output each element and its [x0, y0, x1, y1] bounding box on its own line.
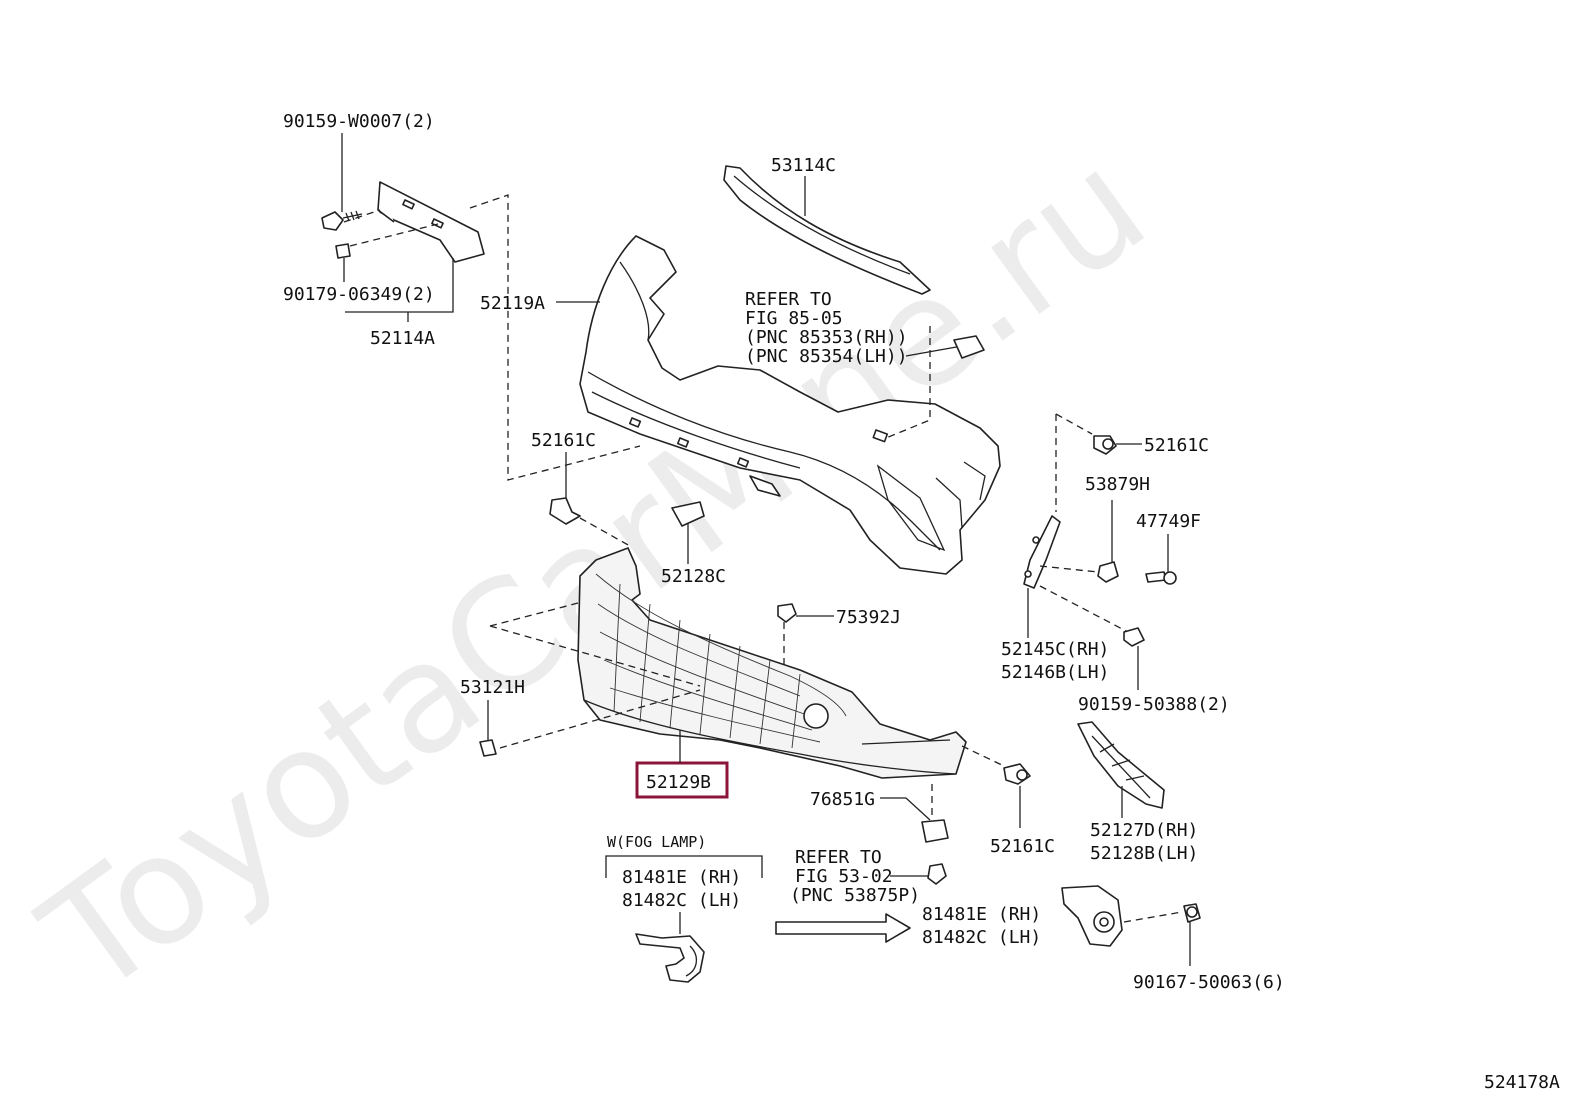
label-47749f: 47749F — [1136, 511, 1201, 532]
lower-grille-52129b[interactable] — [577, 547, 967, 779]
label-53114c: 53114C — [771, 155, 836, 176]
label-52128b: 52128B(LH) — [1090, 843, 1198, 864]
refer2-line3: (PNC 53875P) — [790, 885, 920, 906]
clip-52161c-right[interactable] — [1093, 435, 1117, 455]
bolt-90159-50388[interactable] — [1123, 627, 1145, 647]
refer1-line3: (PNC 85353(RH)) — [745, 327, 908, 348]
label-52129b: 52129B — [646, 772, 711, 793]
cover-52128c[interactable] — [671, 501, 705, 527]
refer1-line2: FIG 85-05 — [745, 308, 843, 329]
fog-lamp-bracket-left[interactable] — [635, 933, 705, 983]
label-90159-w0007: 90159-W0007(2) — [283, 111, 435, 132]
label-75392j: 75392J — [836, 607, 901, 628]
label-81481e-right: 81481E (RH) — [922, 904, 1041, 925]
label-81481e-left: 81481E (RH) — [622, 867, 741, 888]
clip-52161c-lower[interactable] — [1003, 763, 1031, 785]
label-53879h: 53879H — [1085, 474, 1150, 495]
clip-76851g[interactable] — [921, 819, 949, 843]
label-52128c: 52128C — [661, 566, 726, 587]
screw-47749f[interactable] — [1145, 571, 1177, 585]
clip-53121h[interactable] — [479, 739, 497, 757]
screw-53875p[interactable] — [927, 863, 947, 885]
label-76851g: 76851G — [810, 789, 875, 810]
license-bracket[interactable] — [377, 181, 485, 263]
clip-75392j[interactable] — [777, 603, 797, 623]
label-81482c-left: 81482C (LH) — [622, 890, 741, 911]
label-90159-50388: 90159-50388(2) — [1078, 694, 1230, 715]
fog-cover-ref[interactable] — [953, 335, 985, 359]
figure-code: 524178A — [1484, 1072, 1560, 1093]
nut-90179-06349[interactable] — [335, 243, 351, 259]
refer1-line1: REFER TO — [745, 289, 832, 310]
bumper-cover-52119a[interactable] — [579, 235, 1001, 575]
label-90167-50063: 90167-50063(6) — [1133, 972, 1285, 993]
label-81482c-right: 81482C (LH) — [922, 927, 1041, 948]
label-52146b: 52146B(LH) — [1001, 662, 1109, 683]
label-52161c-lower: 52161C — [990, 836, 1055, 857]
fog-lamp-title: W(FOG LAMP) — [607, 833, 706, 851]
label-52161c-right: 52161C — [1144, 435, 1209, 456]
label-52145c: 52145C(RH) — [1001, 639, 1109, 660]
label-52119a: 52119A — [480, 293, 545, 314]
refer2-line2: FIG 53-02 — [795, 866, 893, 887]
refer1-line4: (PNC 85354(LH)) — [745, 346, 908, 367]
label-53121h: 53121H — [460, 677, 525, 698]
label-52127d: 52127D(RH) — [1090, 820, 1198, 841]
retainer-52145c[interactable] — [1023, 515, 1061, 589]
label-52114a: 52114A — [370, 328, 435, 349]
nut-53879h[interactable] — [1097, 561, 1119, 583]
screw-90167-50063[interactable] — [1183, 903, 1201, 923]
molding-53114c[interactable] — [723, 165, 931, 295]
refer2-line1: REFER TO — [795, 847, 882, 868]
bolt-90159-w0007[interactable] — [321, 210, 363, 231]
arrow-right — [775, 913, 911, 943]
bracket-52127d[interactable] — [1077, 721, 1165, 809]
label-90179-06349: 90179-06349(2) — [283, 284, 435, 305]
highlight-box-52129b[interactable] — [635, 761, 729, 799]
fog-lamp-bracket-right[interactable] — [1061, 885, 1123, 947]
label-52161c-left: 52161C — [531, 430, 596, 451]
